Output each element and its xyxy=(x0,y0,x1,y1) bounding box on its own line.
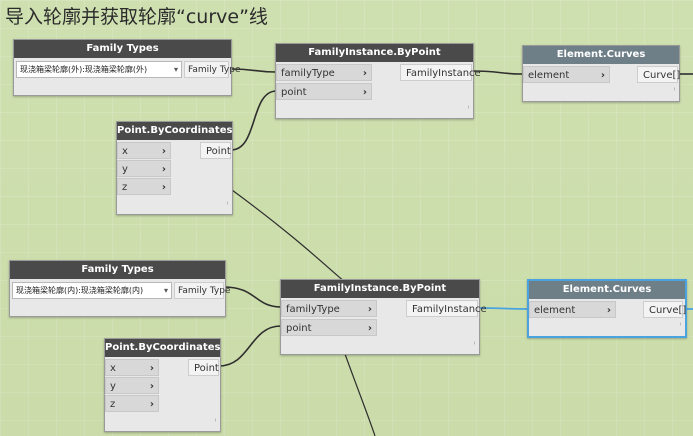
chevron-right-icon: › xyxy=(161,182,166,193)
input-port-y[interactable]: y › xyxy=(117,160,171,177)
dropdown-value: 现浇箱梁轮廓(外):现浇箱梁轮廓(外) xyxy=(20,65,148,74)
chevron-right-icon: › xyxy=(362,68,367,79)
node-title: Element.Curves xyxy=(529,281,685,299)
wire-familytype-2 xyxy=(223,286,282,308)
wire-familytype-1 xyxy=(230,68,277,73)
input-port-point[interactable]: point › xyxy=(276,83,372,100)
chevron-right-icon: › xyxy=(367,304,372,315)
chevron-right-icon: › xyxy=(161,164,166,175)
chevron-right-icon: › xyxy=(367,323,372,334)
point-bycoordinates-node[interactable]: Point.ByCoordinates x › y › z › Point ⁱ xyxy=(104,338,221,432)
output-port-point[interactable]: Point xyxy=(188,359,219,376)
input-port-element[interactable]: element › xyxy=(529,301,616,318)
chevron-right-icon: › xyxy=(149,381,154,392)
input-port-point[interactable]: point › xyxy=(281,319,377,336)
chevron-right-icon: › xyxy=(362,87,367,98)
chevron-right-icon: › xyxy=(600,70,605,81)
chevron-right-icon: › xyxy=(149,363,154,374)
node-title: Point.ByCoordinates xyxy=(117,122,232,140)
input-port-z[interactable]: z › xyxy=(105,395,159,412)
output-port-family-type[interactable]: Family Type xyxy=(174,282,231,299)
wire-instance-1 xyxy=(471,70,523,75)
node-title: Element.Curves xyxy=(523,46,679,64)
input-port-x[interactable]: x › xyxy=(117,142,171,159)
input-port-familytype[interactable]: familyType › xyxy=(281,300,377,317)
element-curves-node[interactable]: Element.Curves element › Curve[] ⁱ xyxy=(522,45,680,102)
input-port-y[interactable]: y › xyxy=(105,377,159,394)
chevron-right-icon: › xyxy=(161,146,166,157)
family-types-node[interactable]: Family Types 现浇箱梁轮廓(内):现浇箱梁轮廓(内) ▾ Famil… xyxy=(9,260,231,317)
node-title: Family Types xyxy=(14,40,231,58)
input-port-familytype[interactable]: familyType › xyxy=(276,64,372,81)
wire-long-2 xyxy=(344,353,376,436)
wire-point-2 xyxy=(218,325,282,367)
node-title: FamilyInstance.ByPoint xyxy=(281,280,479,298)
output-port-familyinstance[interactable]: FamilyInstance xyxy=(400,64,481,81)
family-type-dropdown[interactable]: 现浇箱梁轮廓(内):现浇箱梁轮廓(内) ▾ xyxy=(12,282,172,299)
node-title: Family Types xyxy=(10,261,225,279)
chevron-right-icon: › xyxy=(606,305,611,316)
output-port-point[interactable]: Point xyxy=(200,142,231,159)
familyinstance-bypoint-node[interactable]: FamilyInstance.ByPoint familyType › poin… xyxy=(280,279,487,355)
dropdown-value: 现浇箱梁轮廓(内):现浇箱梁轮廓(内) xyxy=(16,286,144,295)
chevron-right-icon: › xyxy=(149,399,154,410)
familyinstance-bypoint-node[interactable]: FamilyInstance.ByPoint familyType › poin… xyxy=(275,43,481,119)
page-title: 导入轮廓并获取轮廓“curve”线 xyxy=(5,6,268,28)
output-port-curves[interactable]: Curve[] xyxy=(637,66,680,83)
point-bycoordinates-node[interactable]: Point.ByCoordinates x › y › z › Point ⁱ xyxy=(116,121,233,215)
wire-instance-2 xyxy=(477,307,529,310)
output-port-family-type[interactable]: Family Type xyxy=(184,61,241,78)
node-title: Point.ByCoordinates xyxy=(105,339,220,357)
element-curves-node-selected[interactable]: Element.Curves element › Curve[] ⁱ xyxy=(527,279,687,338)
input-port-element[interactable]: element › xyxy=(523,66,610,83)
input-port-z[interactable]: z › xyxy=(117,178,171,195)
chevron-down-icon[interactable]: ▾ xyxy=(163,286,168,295)
chevron-down-icon[interactable]: ▾ xyxy=(173,65,178,74)
wire-long-1 xyxy=(231,189,346,283)
wire-point-1 xyxy=(230,90,277,151)
output-port-curves[interactable]: Curve[] xyxy=(643,301,686,318)
family-type-dropdown[interactable]: 现浇箱梁轮廓(外):现浇箱梁轮廓(外) ▾ xyxy=(16,61,182,78)
input-port-x[interactable]: x › xyxy=(105,359,159,376)
output-port-familyinstance[interactable]: FamilyInstance xyxy=(406,300,487,317)
family-types-node[interactable]: Family Types 现浇箱梁轮廓(外):现浇箱梁轮廓(外) ▾ Famil… xyxy=(13,39,241,96)
node-title: FamilyInstance.ByPoint xyxy=(276,44,473,62)
